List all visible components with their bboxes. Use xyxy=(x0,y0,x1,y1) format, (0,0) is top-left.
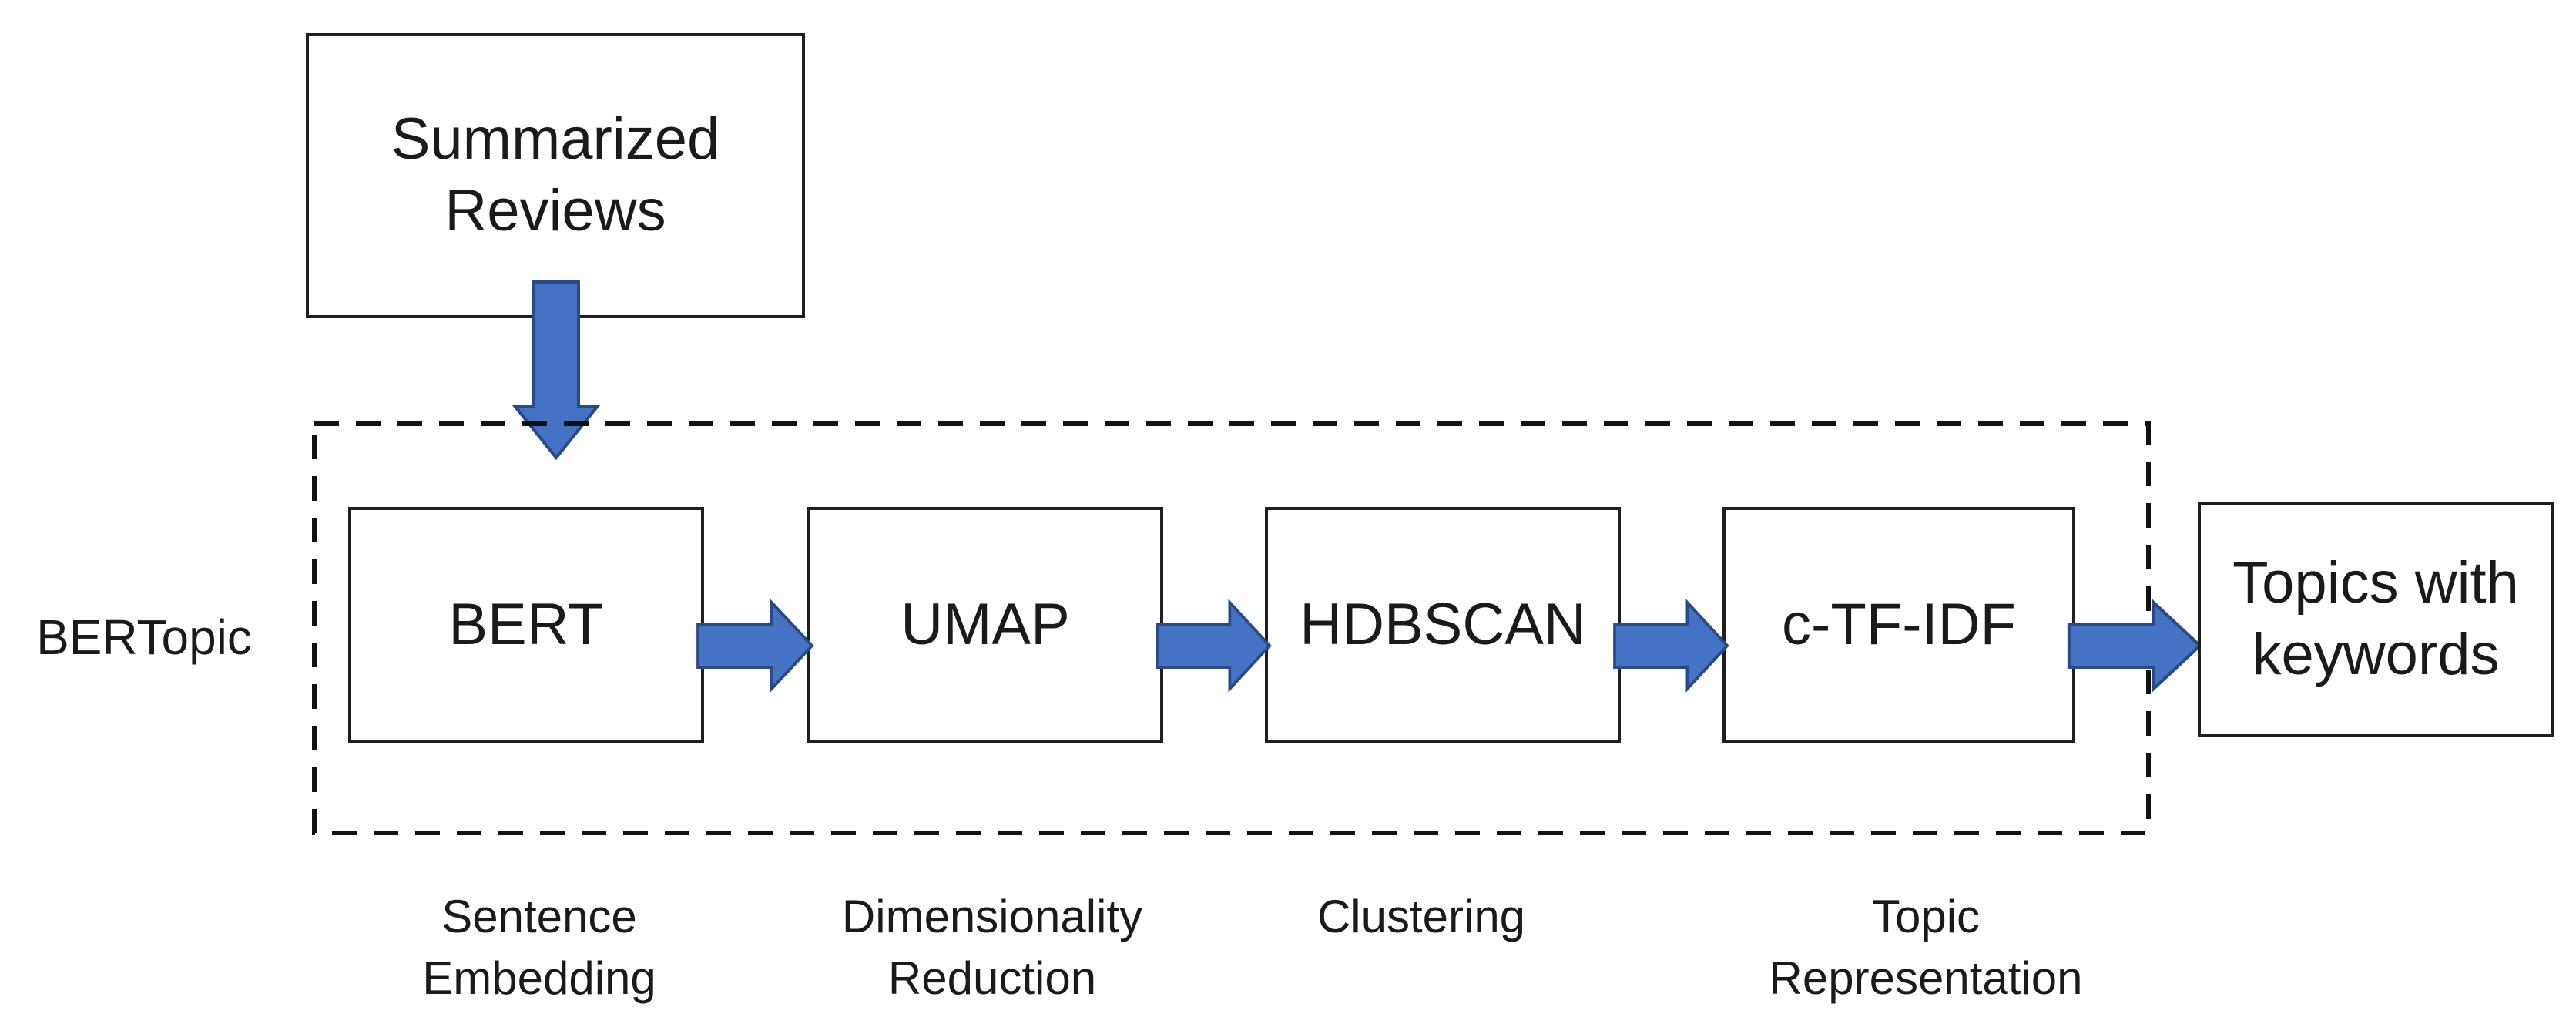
stage-box-umap: UMAP xyxy=(807,507,1163,743)
arrow-down-icon xyxy=(512,280,601,461)
stage-box-ctfidf-label: c-TF-IDF xyxy=(1782,591,2016,657)
pipeline-label: BERTopic xyxy=(36,609,252,665)
arrow-ctfidf-to-output-icon xyxy=(2067,599,2202,693)
stage-box-bert: BERT xyxy=(348,507,704,743)
stage-box-umap-label: UMAP xyxy=(901,591,1070,657)
stage-box-bert-label: BERT xyxy=(448,591,604,657)
stage-box-ctfidf: c-TF-IDF xyxy=(1722,507,2075,743)
caption-sentence-embedding: Sentence Embedding xyxy=(422,891,656,1004)
output-box-label: Topics with keywords xyxy=(2232,550,2519,687)
stage-box-hdbscan: HDBSCAN xyxy=(1265,507,1621,743)
arrow-hdbscan-to-ctfidf-icon xyxy=(1613,599,1729,693)
caption-clustering: Clustering xyxy=(1317,891,1526,942)
stage-box-hdbscan-label: HDBSCAN xyxy=(1300,591,1586,657)
arrow-umap-to-hdbscan-icon xyxy=(1156,599,1272,693)
arrow-bert-to-umap-icon xyxy=(696,599,814,693)
input-box: Summarized Reviews xyxy=(306,33,805,318)
output-box: Topics with keywords xyxy=(2198,502,2554,737)
caption-dimensionality-reduction: Dimensionality Reduction xyxy=(841,891,1143,1004)
caption-topic-representation: Topic Representation xyxy=(1769,891,2083,1004)
input-box-label: Summarized Reviews xyxy=(391,106,720,243)
